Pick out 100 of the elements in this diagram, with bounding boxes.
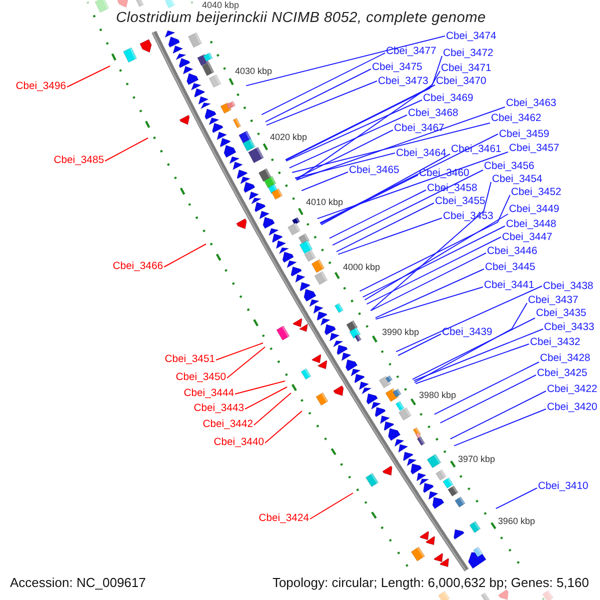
- leader-line: [288, 114, 408, 168]
- leader-line: [338, 218, 442, 255]
- gene-label: Cbei_3496: [16, 80, 66, 92]
- gene-label: Cbei_3456: [484, 160, 534, 172]
- gene-label: Cbei_3449: [509, 204, 560, 214]
- gene-label: Cbei_3459: [499, 128, 550, 140]
- gene-label: Cbei_3475: [372, 62, 422, 72]
- gene-label: Cbei_3462: [491, 112, 542, 124]
- leader-line: [370, 252, 486, 312]
- leader-line: [296, 106, 506, 180]
- leader-line: [295, 130, 394, 180]
- leader-line: [450, 390, 546, 440]
- scale-label: 3970 kbp: [458, 454, 496, 464]
- leader-line: [246, 36, 446, 86]
- leader-line: [320, 134, 498, 224]
- gene-label: Cbei_3466: [112, 260, 163, 272]
- scale-label: 4030 kbp: [235, 66, 272, 76]
- leader-line: [412, 318, 536, 380]
- gene-label: Cbei_3468: [408, 108, 458, 118]
- leader-line: [294, 152, 396, 178]
- leader-line: [398, 334, 442, 356]
- gene-label: Cbei_3454: [492, 174, 542, 184]
- gene-label: Cbei_3425: [537, 368, 588, 378]
- gene-label: Cbei_3485: [54, 154, 104, 166]
- leader-line: [413, 328, 544, 382]
- leader-line: [244, 386, 288, 410]
- leader-line: [234, 380, 286, 394]
- leader-line: [495, 488, 538, 510]
- gene-label: Cbei_3443: [194, 402, 244, 414]
- leader-line: [415, 344, 530, 384]
- leader-line: [104, 138, 148, 162]
- gene-label: Cbei_3457: [509, 142, 560, 154]
- leader-line: [301, 172, 348, 192]
- leader-line: [320, 154, 450, 226]
- gene-label: Cbei_3474: [446, 30, 496, 42]
- leader-line: [375, 286, 484, 320]
- gene-label: Cbei_3471: [441, 62, 492, 74]
- leader-line: [414, 302, 528, 383]
- gene-label: Cbei_3470: [436, 76, 486, 86]
- gene-label: Cbei_3410: [538, 480, 588, 492]
- gene-label: Cbei_3433: [544, 322, 594, 332]
- gene-label: Cbei_3437: [528, 294, 578, 306]
- gene-label: Cbei_3435: [536, 308, 586, 318]
- gene-label: Cbei_3447: [502, 232, 552, 242]
- gene-label: Cbei_3439: [442, 326, 492, 338]
- leader-line: [396, 286, 542, 352]
- leader-line: [292, 122, 490, 173]
- leader-line: [316, 152, 508, 220]
- scale-label: 3990 kbp: [382, 327, 420, 337]
- accession-text: Accession: NC_009617: [10, 574, 146, 590]
- gene-label: Cbei_3440: [214, 436, 264, 448]
- gene-label: Cbei_3428: [540, 352, 590, 364]
- leader-line: [364, 214, 508, 300]
- leader-line: [328, 190, 426, 239]
- leader-line: [336, 202, 434, 252]
- gene-label: Cbei_3422: [547, 384, 598, 394]
- gene-label: Cbei_3432: [530, 336, 580, 348]
- leader-line: [285, 70, 440, 161]
- gene-label: Cbei_3446: [487, 246, 538, 256]
- leader-line: [216, 342, 264, 360]
- scale-label: 4040 kbp: [202, 0, 240, 10]
- leader-line: [366, 236, 502, 305]
- gene-label: Cbei_3420: [547, 402, 598, 412]
- leader-line: [164, 244, 206, 268]
- gene-label: Cbei_3424: [258, 512, 309, 524]
- leader-line: [261, 52, 386, 116]
- scale-label: 4000 kbp: [343, 262, 380, 272]
- leader-line: [310, 492, 354, 520]
- gene-label: Cbei_3465: [349, 164, 400, 176]
- title: Clostridium beijerinckii NCIMB 8052, complete genome: [116, 10, 486, 27]
- leader-line: [226, 346, 266, 378]
- gene-label: Cbei_3477: [386, 46, 436, 56]
- gene-label: Cbei_3448: [506, 218, 556, 230]
- gene-label: Cbei_3442: [202, 418, 253, 430]
- gene-label: Cbei_3472: [443, 48, 494, 58]
- gene-label: Cbei_3445: [485, 262, 536, 272]
- leader-line: [332, 170, 484, 246]
- scale-label: 3960 kbp: [498, 516, 536, 526]
- gene-label: Cbei_3441: [484, 280, 534, 290]
- leader-line: [454, 408, 546, 446]
- leader-line: [265, 68, 372, 122]
- gene-label: Cbei_3438: [543, 280, 594, 292]
- leader-line: [375, 268, 484, 318]
- leader-line: [266, 80, 378, 126]
- gene-label: Cbei_3464: [396, 148, 446, 158]
- leader-line: [434, 362, 540, 415]
- gene-label: Cbei_3451: [164, 354, 215, 364]
- scale-label: 4010 kbp: [306, 197, 344, 207]
- leader-line: [264, 410, 302, 444]
- leader-line: [359, 194, 510, 292]
- gene-label: Cbei_3467: [394, 122, 444, 134]
- scale-label: 3980 kbp: [419, 390, 456, 400]
- genome-stats-text: Topology: circular; Length: 6,000,632 bp; Genes: 5,160: [272, 574, 589, 590]
- gene-label: Cbei_3463: [506, 98, 556, 108]
- leader-line: [370, 182, 492, 311]
- gene-label: Cbei_3444: [184, 388, 234, 398]
- leader-line: [286, 100, 422, 162]
- leader-line: [66, 66, 110, 88]
- gene-label: Cbei_3473: [378, 76, 428, 86]
- leader-line: [254, 392, 292, 426]
